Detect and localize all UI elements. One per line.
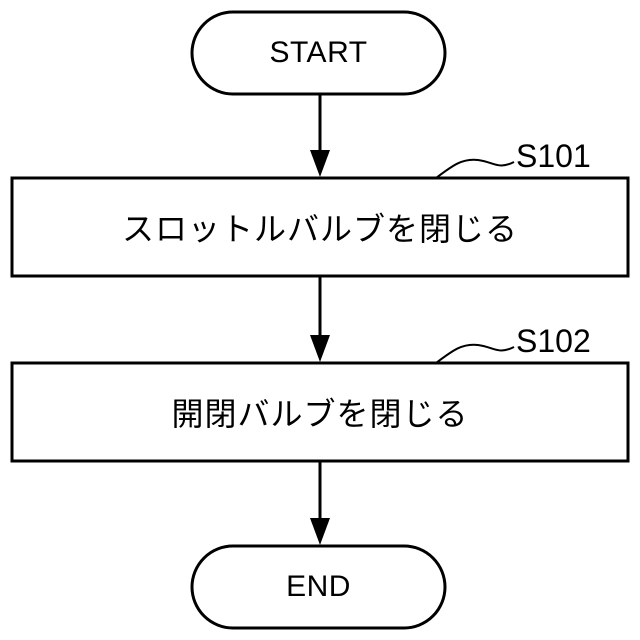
leader-s102: [436, 345, 514, 363]
step-label-s102: 開閉バルブを閉じる: [12, 363, 628, 461]
step-id-s101: S101: [516, 140, 591, 172]
arrowhead-s102-to-end: [310, 518, 330, 545]
step-id-s102: S102: [516, 325, 591, 357]
step-label-s101: スロットルバルブを閉じる: [12, 178, 628, 276]
arrowhead-start-to-s101: [310, 150, 330, 177]
leader-s101: [436, 160, 514, 178]
end-label: END: [192, 546, 445, 628]
start-label: START: [192, 12, 445, 94]
arrowhead-s101-to-s102: [310, 335, 330, 362]
